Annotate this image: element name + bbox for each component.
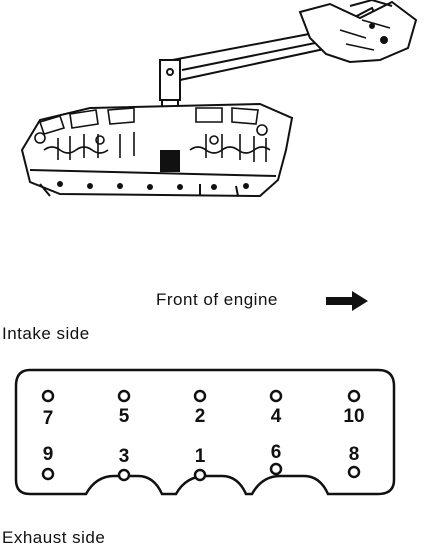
bolt-hole — [347, 389, 361, 403]
front-of-engine-label: Front of engine — [156, 290, 278, 309]
bolt-number: 5 — [119, 406, 130, 427]
cylinder-head-bolt-diagram: 7 5 2 4 10 9 3 1 6 8 — [14, 368, 396, 496]
bolt-number: 2 — [195, 406, 206, 427]
bolt-number: 4 — [271, 406, 282, 427]
bolt-hole — [117, 468, 131, 482]
bolt-number: 1 — [195, 446, 206, 467]
bolt-number: 7 — [43, 408, 54, 429]
bolt-hole — [347, 465, 361, 479]
exhaust-side-label: Exhaust side — [2, 528, 106, 547]
bolt-hole — [269, 389, 283, 403]
bolt-hole — [117, 389, 131, 403]
intake-side-label: Intake side — [2, 324, 90, 343]
bolt-hole — [41, 389, 55, 403]
bolt-number: 3 — [119, 446, 130, 467]
arrow-right-icon — [326, 291, 368, 311]
bolt-number: 9 — [43, 444, 54, 465]
bolt-hole — [41, 467, 55, 481]
bolt-hole — [193, 468, 207, 482]
torque-wrench-illustration — [20, 0, 418, 198]
bolt-hole — [193, 389, 207, 403]
bolt-number: 10 — [343, 406, 364, 427]
bolt-number: 8 — [349, 444, 360, 465]
bolt-hole — [269, 462, 283, 476]
bolt-number: 6 — [271, 442, 282, 463]
